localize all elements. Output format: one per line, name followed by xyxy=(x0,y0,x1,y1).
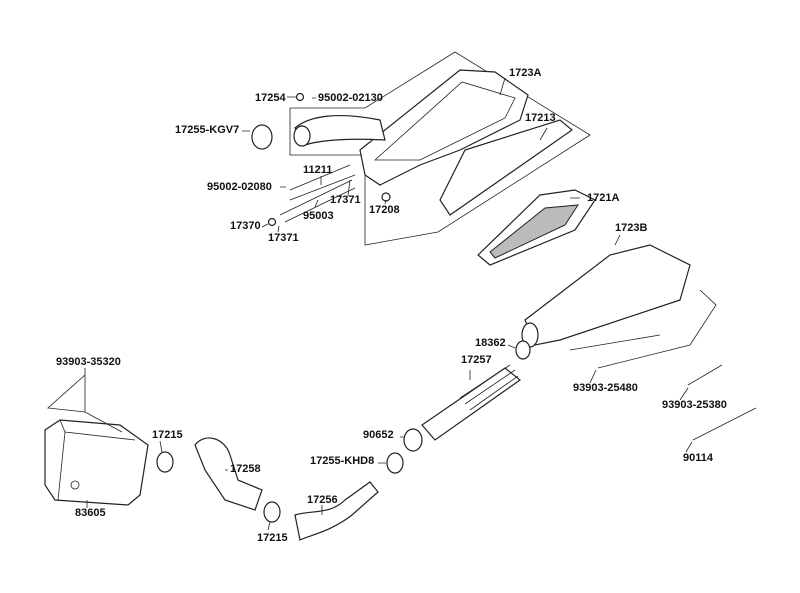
label-93903-25480: 93903-25480 xyxy=(573,382,638,394)
intake-duct[interactable] xyxy=(421,364,521,441)
assembly-outline xyxy=(289,51,591,246)
clamp-17215-lower[interactable] xyxy=(263,501,281,523)
screw-90114[interactable] xyxy=(692,407,757,441)
label-17258: 17258 xyxy=(230,463,261,475)
label-17371-lower: 17371 xyxy=(268,232,299,244)
screws-93903-25480[interactable] xyxy=(569,289,717,369)
clamp-90652[interactable] xyxy=(403,428,423,452)
label-17255-KGV7: 17255-KGV7 xyxy=(175,124,239,136)
label-17208: 17208 xyxy=(369,204,400,216)
duct-17256[interactable] xyxy=(294,481,379,541)
gasket[interactable] xyxy=(439,119,573,216)
screw-17254[interactable] xyxy=(295,92,305,102)
label-83605: 83605 xyxy=(75,507,106,519)
label-90652: 90652 xyxy=(363,429,394,441)
label-93903-25380: 93903-25380 xyxy=(662,399,727,411)
label-95003: 95003 xyxy=(303,210,334,222)
label-17254: 17254 xyxy=(255,92,286,104)
plug-17370[interactable] xyxy=(267,217,277,227)
label-17255-KHD8: 17255-KHD8 xyxy=(310,455,374,467)
leader-lines xyxy=(84,77,693,531)
label-90114: 90114 xyxy=(683,452,714,464)
plug-17208[interactable] xyxy=(381,192,391,202)
label-17257: 17257 xyxy=(461,354,492,366)
clamp-17215-upper[interactable] xyxy=(156,451,174,473)
label-17370: 17370 xyxy=(230,220,261,232)
ring-18362[interactable] xyxy=(515,340,531,360)
label-93903-35320: 93903-35320 xyxy=(56,356,121,368)
air-cleaner-cover[interactable] xyxy=(521,244,691,348)
label-17256: 17256 xyxy=(307,494,338,506)
screws-93903-25380[interactable] xyxy=(687,364,723,386)
label-17215-upper: 17215 xyxy=(152,429,183,441)
label-17371-upper: 17371 xyxy=(330,194,361,206)
breather-hoses[interactable] xyxy=(279,164,356,223)
label-1721A: 1721A xyxy=(587,192,619,204)
label-95002-02130: 95002-02130 xyxy=(318,92,383,104)
label-18362: 18362 xyxy=(475,337,506,349)
label-11211: 11211 xyxy=(303,164,332,176)
screws-93903-35320[interactable] xyxy=(47,374,123,433)
resonator-box[interactable] xyxy=(44,419,149,506)
label-17213: 17213 xyxy=(525,112,556,124)
air-cleaner-case[interactable] xyxy=(293,69,529,186)
duct-17258[interactable] xyxy=(194,437,263,511)
air-filter-element[interactable] xyxy=(477,189,596,266)
label-1723A: 1723A xyxy=(509,67,541,79)
label-95002-02080: 95002-02080 xyxy=(207,181,272,193)
label-1723B: 1723B xyxy=(615,222,647,234)
clamp-17255-khd8[interactable] xyxy=(386,452,404,474)
label-17215-lower: 17215 xyxy=(257,532,288,544)
clamp-17255-kgv7[interactable] xyxy=(251,124,273,150)
